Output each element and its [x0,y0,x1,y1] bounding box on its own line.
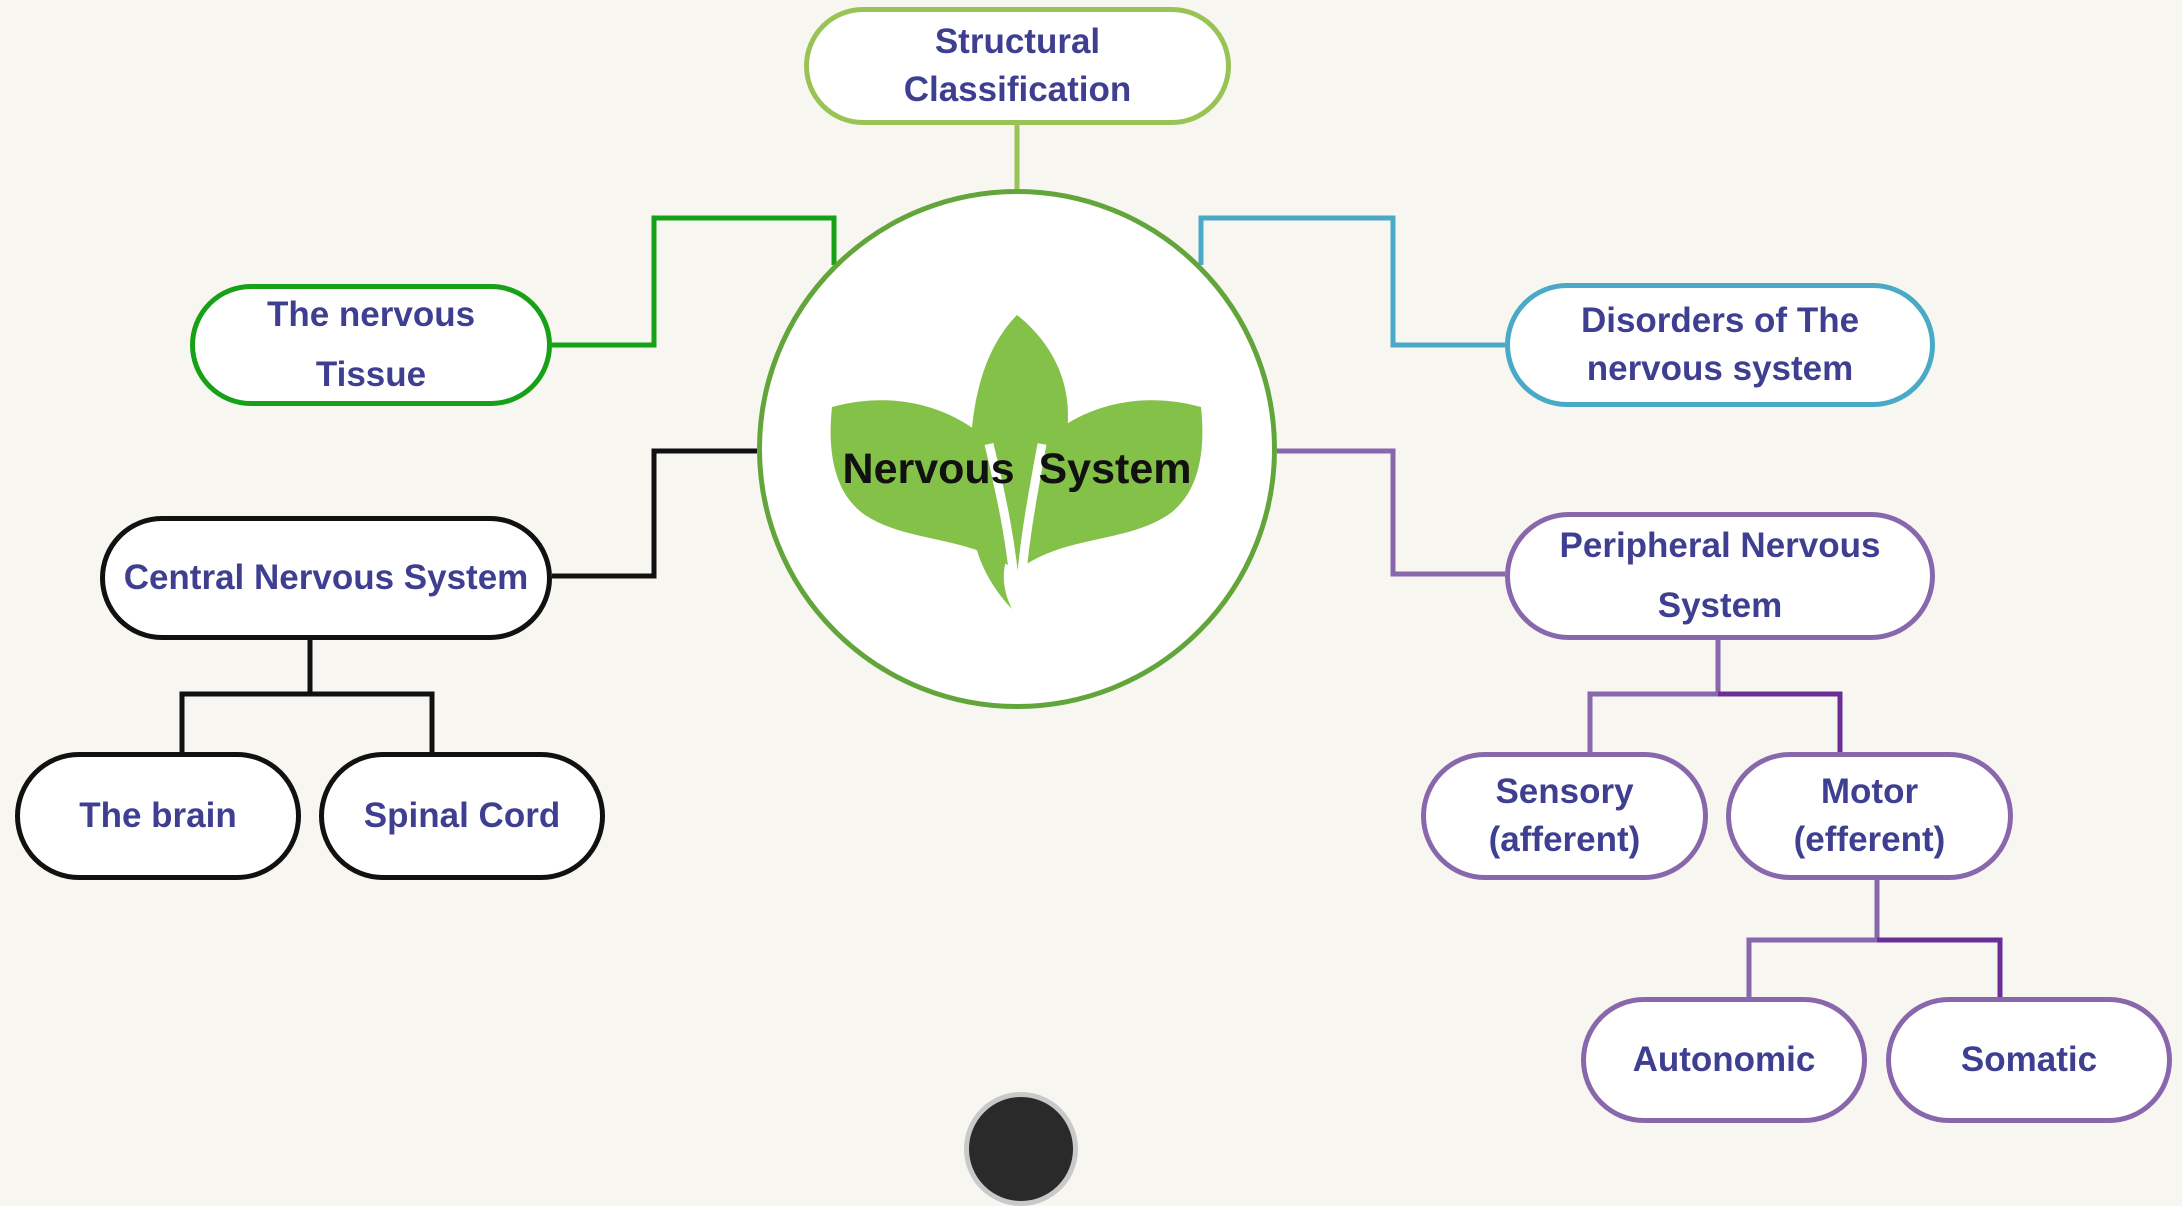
node-somatic: Somatic [1886,997,2172,1123]
node-label: Sensory (afferent) [1488,772,1641,859]
connector-motor-children [1746,880,1880,997]
connector-tissue [552,215,837,348]
node-label: Somatic [1960,1040,2098,1079]
node-label: Motor (efferent) [1793,772,1946,859]
node-label: Autonomic [1632,1040,1816,1079]
node-peripheral-nervous-system: Peripheral Nervous System [1505,512,1935,640]
node-structural-classification: Structural Classification [804,7,1231,125]
connectors [179,125,2003,997]
node-motor: Motor (efferent) [1726,752,2013,880]
record-button-icon[interactable] [964,1092,1078,1206]
connector-cns [552,448,757,579]
node-sensory: Sensory (afferent) [1421,752,1708,880]
node-label: Disorders of The nervous system [1580,301,1860,388]
connector-cns-children [179,640,313,752]
connector-disorders [1198,215,1505,348]
connector-pns [1277,448,1505,577]
connector-pns-children [1587,640,1721,752]
node-nervous-tissue: The nervous Tissue [190,284,552,406]
node-label: Peripheral Nervous System [1559,526,1881,625]
node-disorders: Disorders of The nervous system [1505,283,1935,407]
node-the-brain: The brain [15,752,301,880]
connector-cns-right [310,691,435,752]
connector-pns-right [1718,691,1843,752]
node-central-nervous-system: Central Nervous System [100,516,552,640]
node-label: Central Nervous System [123,558,529,597]
node-label: The brain [79,796,237,835]
node-label: Structural Classification [903,22,1132,109]
leaf-icon [830,315,1203,610]
node-label: Spinal Cord [363,796,561,835]
node-label: The nervous Tissue [266,295,476,394]
mind-map: Nervous System Structural Classification… [15,7,2172,1206]
node-autonomic: Autonomic [1581,997,1867,1123]
node-spinal-cord: Spinal Cord [319,752,605,880]
connector-motor-right [1877,937,2003,997]
center-label: Nervous System [842,445,1192,493]
